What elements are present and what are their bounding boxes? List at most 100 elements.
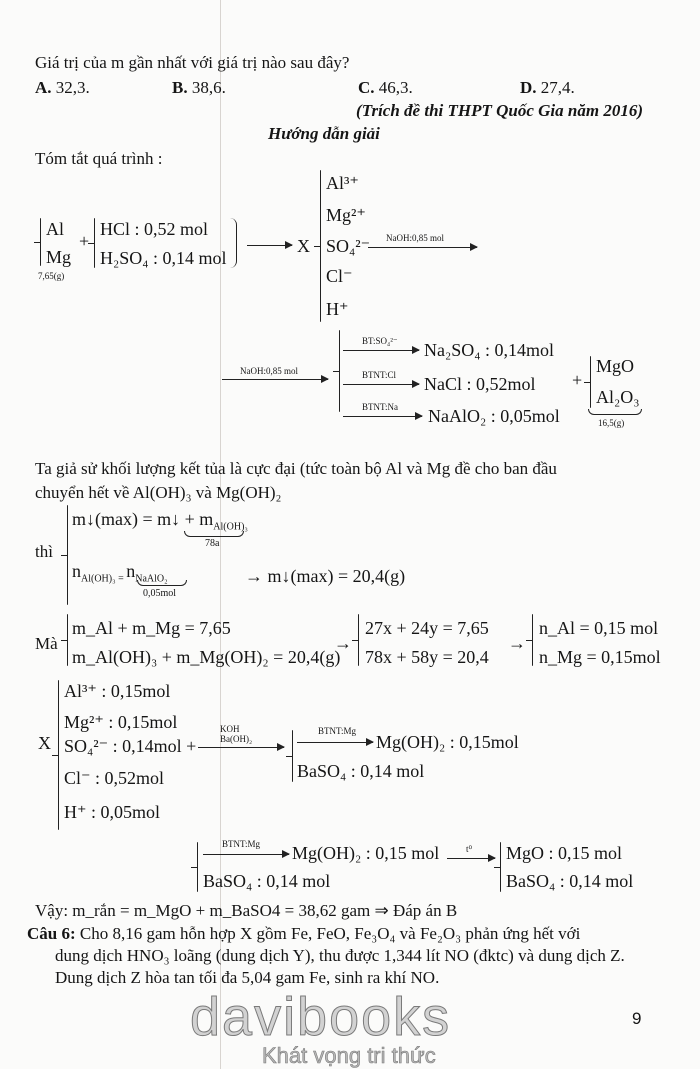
reagent: Ba(OH)₂ bbox=[220, 734, 253, 744]
branch-label: BTNT:Mg bbox=[318, 726, 357, 736]
plus: + bbox=[79, 231, 90, 251]
final-product: BaSO₄ : 0,14 mol bbox=[506, 871, 634, 891]
product: BaSO₄ : 0,14 mol bbox=[203, 871, 331, 891]
conclusion: Vậy: m_rắn = m_MgO + m_BaSO4 = 38,62 gam… bbox=[35, 901, 458, 920]
option-c: C. 46,3. bbox=[358, 78, 413, 97]
ion: H⁺ : 0,05mol bbox=[64, 802, 161, 822]
ion: Al³⁺ : 0,15mol bbox=[64, 681, 171, 701]
branch-label: BTNT:Na bbox=[362, 402, 399, 412]
arrow-icon bbox=[368, 243, 478, 251]
ion: Al³⁺ bbox=[326, 173, 359, 193]
branch-label: BTNT:Cl bbox=[362, 370, 397, 380]
brace bbox=[230, 218, 237, 268]
underbrace bbox=[184, 531, 244, 537]
branch-label: BTNT:Mg bbox=[222, 839, 261, 849]
arrow-icon bbox=[222, 375, 329, 383]
equation: m_Al + m_Mg = 7,65 bbox=[72, 618, 231, 638]
option-b: B. 38,6. bbox=[172, 78, 226, 97]
under-label: 78a bbox=[205, 538, 220, 549]
underbrace bbox=[137, 580, 187, 586]
ion: Cl⁻ : 0,52mol bbox=[64, 768, 165, 788]
solid-mgo: MgO bbox=[596, 356, 635, 376]
equation: 27x + 24y = 7,65 bbox=[365, 618, 489, 638]
arrow-icon bbox=[343, 412, 423, 420]
equation: nAl(OH)₃ = nNaAlO₂ bbox=[72, 561, 168, 585]
solids-mass: 16,5(g) bbox=[598, 418, 625, 428]
plus: + bbox=[572, 370, 583, 390]
arrow-icon: → bbox=[334, 633, 352, 653]
brace bbox=[352, 614, 359, 666]
next-question-line: Dung dịch Z hòa tan tối đa 5,04 gam Fe, … bbox=[55, 968, 440, 987]
product: Mg(OH)₂ : 0,15mol bbox=[376, 732, 519, 752]
branch-label: BT:SO₄²⁻ bbox=[362, 336, 398, 346]
ion: SO₄²⁻ bbox=[326, 236, 371, 256]
product: Na₂SO₄ : 0,14mol bbox=[424, 340, 555, 360]
metal-mg: Mg bbox=[46, 247, 72, 267]
x-label: X bbox=[38, 733, 51, 753]
arrow-icon bbox=[203, 850, 290, 858]
arrow-icon bbox=[247, 241, 293, 249]
ion: Mg²⁺ : 0,15mol bbox=[64, 712, 178, 732]
option-d: D. 27,4. bbox=[520, 78, 575, 97]
ion: H⁺ bbox=[326, 299, 349, 319]
brace bbox=[88, 218, 95, 268]
ion: Cl⁻ bbox=[326, 266, 353, 286]
product: Mg(OH)₂ : 0,15 mol bbox=[292, 843, 440, 863]
underbrace bbox=[588, 409, 642, 415]
ion: SO₄²⁻ : 0,14mol + bbox=[64, 736, 197, 756]
ma-label: Mà bbox=[35, 634, 58, 653]
brace bbox=[333, 330, 340, 412]
arrow-icon: → bbox=[508, 633, 526, 653]
product: NaCl : 0,52mol bbox=[424, 374, 536, 394]
arrow-icon bbox=[198, 743, 285, 751]
arrow-icon bbox=[447, 854, 496, 862]
solid-al2o3: Al₂O₃ bbox=[596, 387, 640, 407]
equation: m↓(max) = m↓ + mAl(OH)₃ bbox=[72, 509, 248, 533]
reagent: KOH bbox=[220, 724, 240, 734]
brace bbox=[52, 680, 59, 830]
equation: n_Mg = 0,15mol bbox=[539, 647, 661, 667]
thi-label: thì bbox=[35, 542, 53, 561]
product: NaAlO₂ : 0,05mol bbox=[428, 406, 560, 426]
arrow-label: NaOH:0,85 mol bbox=[386, 233, 444, 243]
metal-al: Al bbox=[46, 219, 64, 239]
equation-result: → m↓(max) = 20,4(g) bbox=[245, 566, 406, 586]
product: BaSO₄ : 0,14 mol bbox=[297, 761, 425, 781]
brace bbox=[314, 170, 321, 322]
arrow-icon bbox=[297, 738, 374, 746]
arrow-label: NaOH:0,85 mol bbox=[240, 366, 298, 376]
ion: Mg²⁺ bbox=[326, 205, 366, 225]
acid-hcl: HCl : 0,52 mol bbox=[100, 219, 209, 239]
arrow-icon bbox=[343, 346, 420, 354]
x-label: X bbox=[297, 236, 310, 256]
heat-label: t⁰ bbox=[466, 844, 473, 854]
paragraph-line: Ta giả sử khối lượng kết tủa là cực đại … bbox=[35, 459, 557, 478]
watermark-brand: davibooks bbox=[189, 987, 452, 1047]
equation: n_Al = 0,15 mol bbox=[539, 618, 659, 638]
brace bbox=[584, 356, 591, 408]
brace bbox=[61, 614, 68, 666]
brace bbox=[526, 614, 533, 666]
question-prompt: Giá trị của m gần nhất với giá trị nào s… bbox=[35, 53, 350, 72]
brace bbox=[61, 505, 68, 605]
brace bbox=[286, 730, 293, 782]
watermark-slogan: Khát vọng tri thức bbox=[262, 1043, 436, 1068]
arrow-icon bbox=[343, 380, 420, 388]
solution-heading: Hướng dẫn giải bbox=[268, 124, 380, 143]
page-number: 9 bbox=[632, 1009, 642, 1028]
equation: 78x + 58y = 20,4 bbox=[365, 647, 489, 667]
brace bbox=[494, 842, 501, 892]
acid-h2so4: H₂SO₄ : 0,14 mol bbox=[100, 248, 227, 268]
next-question-line: Câu 6: Cho 8,16 gam hỗn hợp X gồm Fe, Fe… bbox=[27, 924, 581, 943]
metals-mass: 7,65(g) bbox=[38, 271, 65, 281]
brace bbox=[34, 218, 41, 266]
paragraph-line: chuyển hết về Al(OH)₃ và Mg(OH)₂ bbox=[35, 483, 282, 502]
final-product: MgO : 0,15 mol bbox=[506, 843, 623, 863]
scan-crease bbox=[220, 0, 221, 1069]
equation: m_Al(OH)₃ + m_Mg(OH)₂ = 20,4(g) bbox=[72, 647, 341, 667]
next-question-line: dung dịch HNO₃ loãng (dung dịch Y), thu … bbox=[55, 946, 625, 965]
question-source: (Trích đề thi THPT Quốc Gia năm 2016) bbox=[356, 101, 643, 120]
under-label: 0,05mol bbox=[143, 588, 177, 599]
brace bbox=[191, 842, 198, 892]
option-a: A. 32,3. bbox=[35, 78, 90, 97]
